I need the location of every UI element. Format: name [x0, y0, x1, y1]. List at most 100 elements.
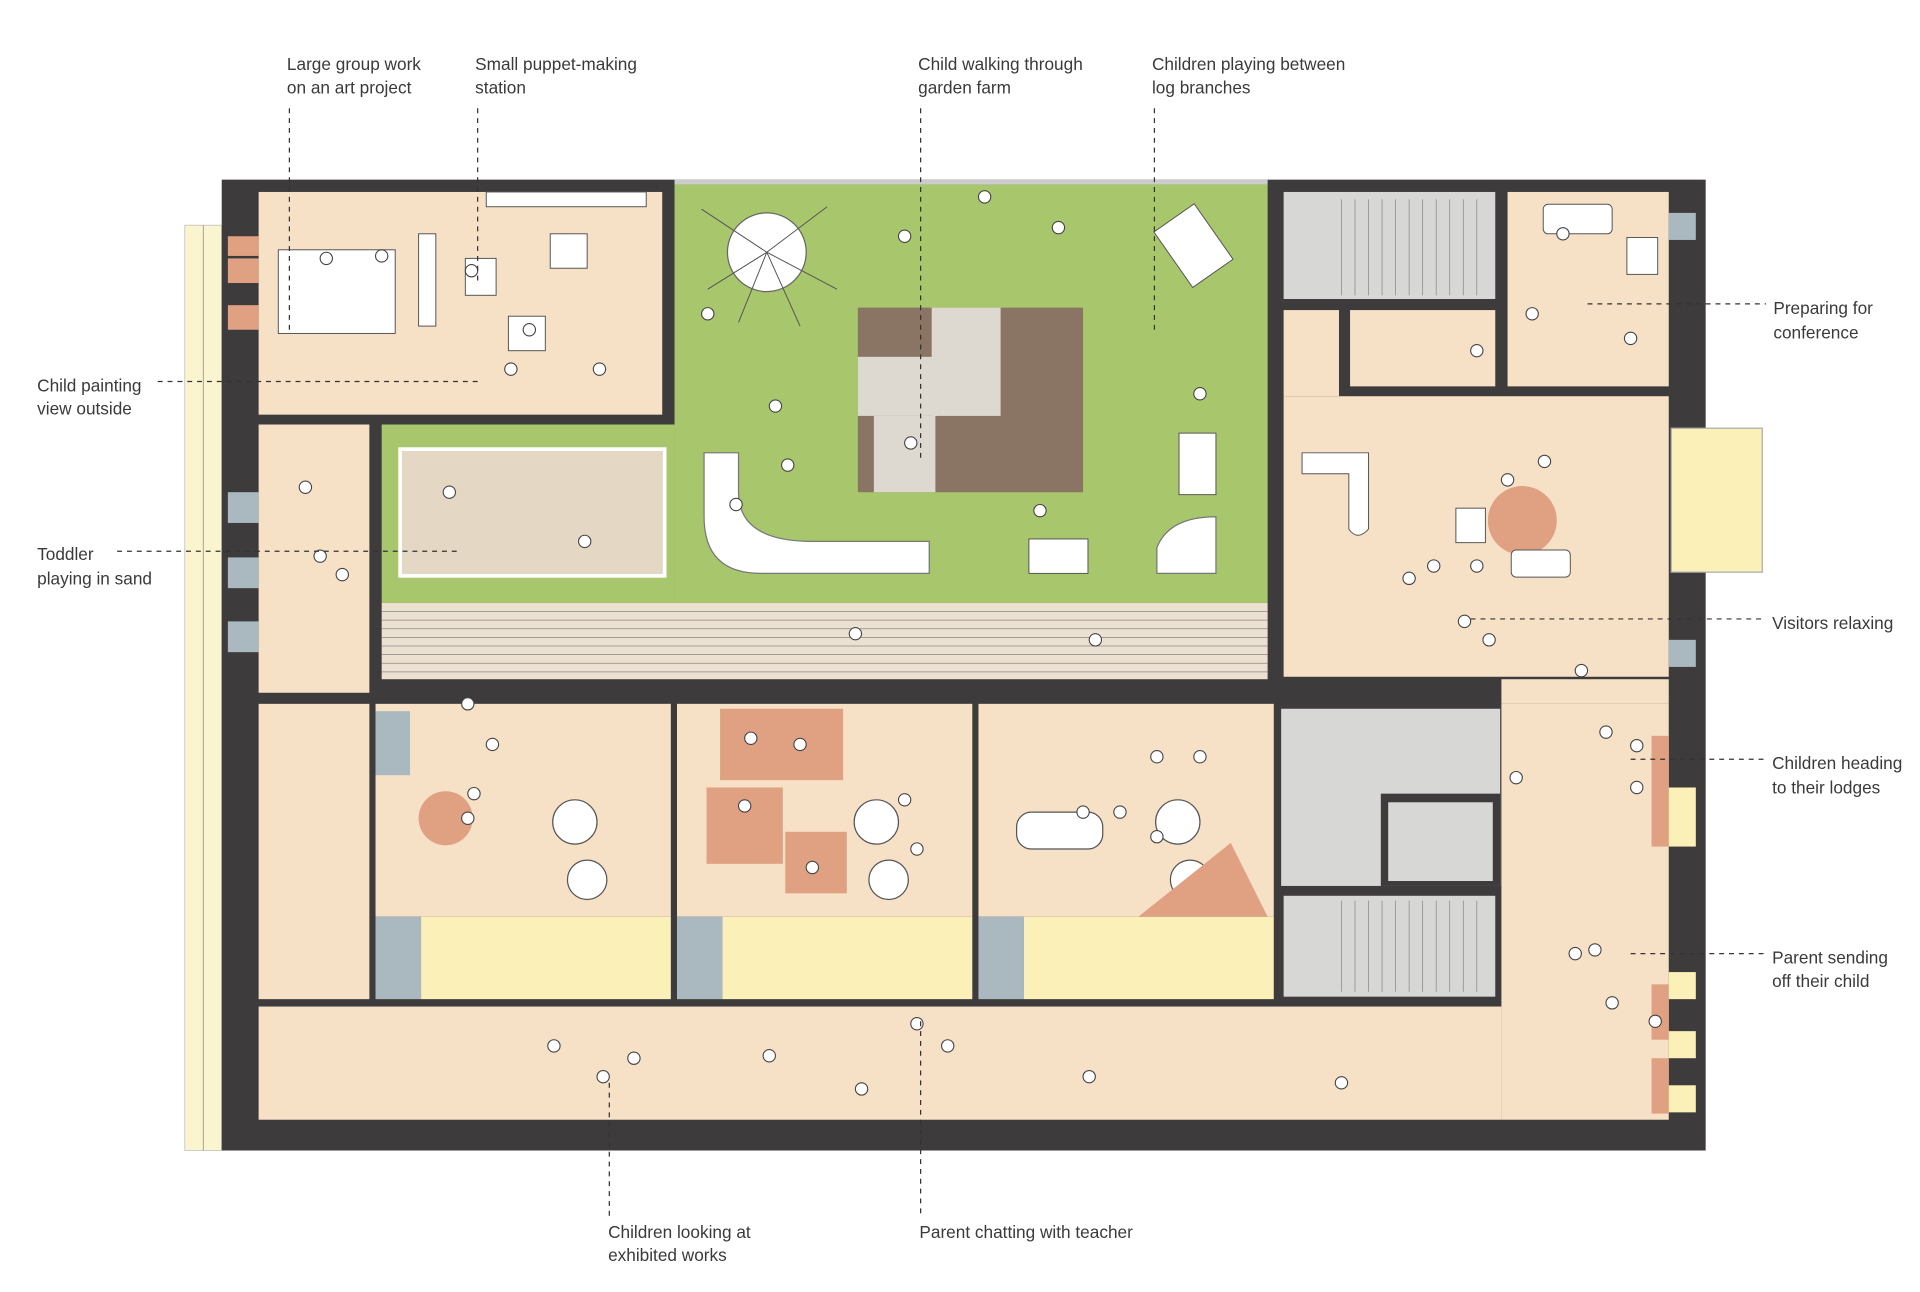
- person-figure: [897, 229, 912, 243]
- person-figure: [1113, 805, 1127, 819]
- person-figure: [464, 263, 479, 278]
- label-parent-chatting: Parent chatting with teacher: [919, 1222, 1133, 1242]
- classroom-nook: [978, 916, 1024, 1000]
- person-figure: [848, 626, 863, 641]
- person-figure: [910, 842, 924, 856]
- person-figure: [1193, 750, 1207, 764]
- person-figure: [737, 799, 752, 813]
- person-figure: [1033, 503, 1047, 518]
- person-figure: [592, 362, 607, 376]
- person-figure: [729, 497, 743, 512]
- rug: [720, 708, 844, 781]
- person-figure: [1574, 663, 1589, 678]
- person-figure: [854, 1082, 869, 1096]
- person-figure: [744, 731, 758, 745]
- person-figure: [1051, 220, 1066, 235]
- person-figure: [1088, 633, 1103, 647]
- round-table: [853, 799, 900, 845]
- classroom-nook: [375, 916, 422, 1000]
- round-table: [1155, 799, 1201, 845]
- person-figure: [1470, 343, 1484, 358]
- left-room: [258, 703, 370, 1000]
- person-figure: [1150, 830, 1164, 844]
- shelf: [375, 711, 410, 776]
- person-figure: [1457, 614, 1472, 629]
- person-figure: [298, 480, 313, 494]
- table: [1015, 811, 1104, 850]
- stair-south: [1283, 895, 1496, 997]
- person-figure: [977, 190, 992, 204]
- person-figure: [596, 1069, 610, 1084]
- person-figure: [1605, 996, 1619, 1010]
- person-figure: [1623, 331, 1638, 346]
- person-figure: [701, 307, 715, 321]
- person-figure: [461, 697, 475, 711]
- person-figure: [1630, 738, 1644, 753]
- person-figure: [374, 249, 389, 263]
- veranda: [1670, 427, 1763, 573]
- round-table: [566, 859, 608, 901]
- person-figure: [940, 1039, 955, 1053]
- person-figure: [504, 362, 518, 376]
- person-figure: [461, 811, 475, 825]
- person-figure: [1402, 571, 1416, 586]
- person-figure: [485, 737, 500, 752]
- person-figure: [1082, 1069, 1096, 1084]
- person-figure: [793, 737, 807, 752]
- person-figure: [904, 436, 918, 450]
- person-figure: [1193, 387, 1207, 401]
- person-figure: [1599, 725, 1613, 739]
- person-figure: [313, 549, 327, 563]
- person-figure: [1525, 307, 1539, 321]
- classroom-nook: [676, 916, 723, 1000]
- person-figure: [547, 1039, 561, 1053]
- person-figure: [442, 485, 457, 499]
- person-figure: [1470, 559, 1484, 573]
- person-figure: [627, 1051, 641, 1065]
- person-figure: [1648, 1014, 1662, 1029]
- person-figure: [522, 323, 537, 337]
- person-figure: [910, 1017, 924, 1031]
- person-figure: [1500, 473, 1515, 487]
- reading-corner: [1138, 842, 1268, 917]
- deck: [381, 602, 1268, 680]
- lounge-rug: [1487, 486, 1557, 555]
- rug: [706, 787, 783, 864]
- person-figure: [1537, 454, 1552, 469]
- person-figure: [805, 860, 820, 875]
- person-figure: [1556, 227, 1570, 241]
- exhibition-corridor: [258, 1006, 1502, 1120]
- round-table: [868, 859, 909, 901]
- person-figure: [1568, 946, 1582, 961]
- label-visitors: Visitors relaxing: [1772, 613, 1893, 633]
- classroom-yellow-zone: [722, 916, 973, 1000]
- person-figure: [897, 793, 912, 807]
- person-figure: [1588, 943, 1602, 957]
- person-figure: [781, 458, 795, 472]
- round-table: [552, 799, 598, 845]
- person-figure: [762, 1049, 776, 1063]
- person-figure: [768, 399, 783, 413]
- classroom-yellow-zone: [421, 916, 671, 1000]
- stair-north: [1283, 191, 1496, 300]
- person-figure: [1482, 633, 1496, 647]
- right-corridor: [1501, 703, 1669, 1120]
- person-figure: [577, 534, 592, 549]
- person-figure: [319, 251, 334, 266]
- leader-lines: [117, 108, 1766, 1219]
- person-figure: [335, 567, 350, 582]
- sandbox: [398, 447, 667, 578]
- person-figure: [1076, 805, 1090, 819]
- classroom-yellow-zone: [1023, 916, 1274, 1000]
- person-figure: [1427, 559, 1441, 573]
